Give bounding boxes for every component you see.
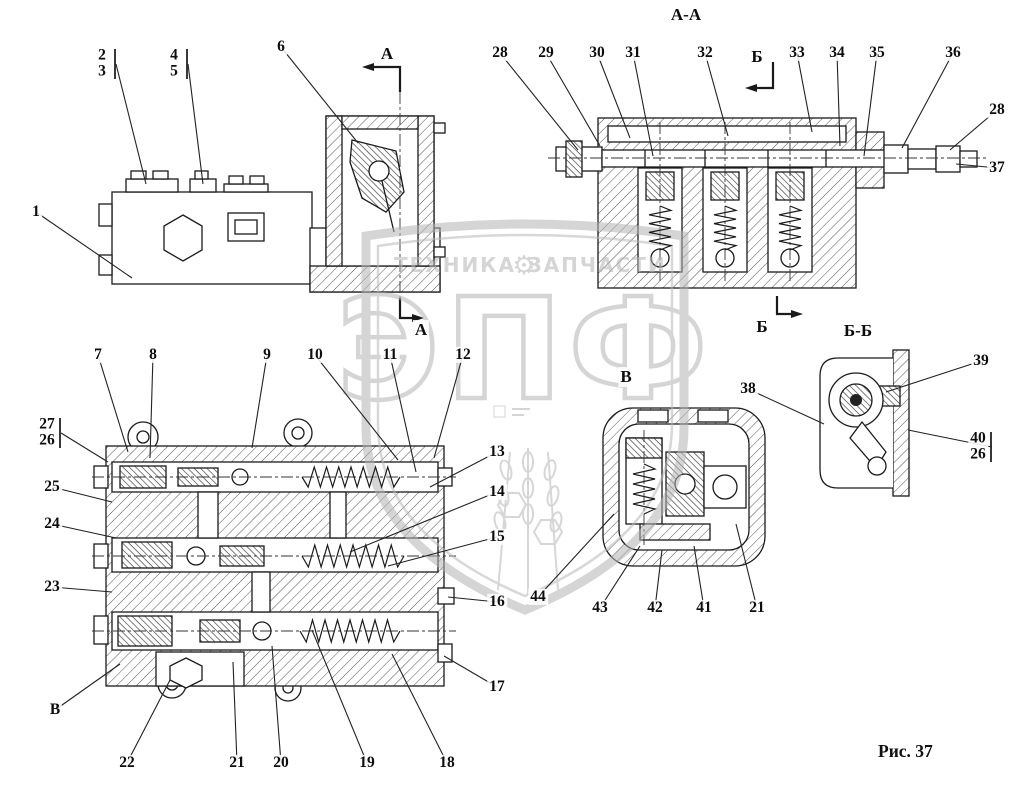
leader-line-35 [863, 52, 878, 157]
watermark-right-text: ЗАПЧАСТИ [527, 253, 666, 277]
leader-line-44 [537, 513, 615, 598]
hex-nut [169, 657, 203, 689]
leader-line-В [54, 663, 121, 711]
spring [301, 542, 405, 570]
leader-line-28 [949, 109, 998, 151]
leader-line-15 [387, 536, 498, 567]
leader-line-6 [280, 46, 359, 144]
leader-line-24 [51, 523, 117, 539]
spring [778, 205, 804, 251]
section-bb-drawing [819, 349, 910, 497]
leader-line-7 [97, 354, 129, 453]
leader-line-33 [796, 52, 813, 133]
leader-line-41 [693, 545, 705, 609]
leader-line-36 [901, 52, 954, 149]
spring [713, 205, 739, 251]
leader-line-8 [149, 354, 154, 459]
leader-line-27 [60, 432, 109, 463]
leader-line-13 [429, 451, 498, 488]
leader-line-14 [349, 491, 498, 553]
leader-line-18 [391, 653, 448, 764]
leader-line-38 [747, 388, 825, 425]
leader-line-4 [187, 63, 204, 185]
spring [299, 617, 401, 645]
leader-line-20 [271, 645, 282, 764]
leader-line-39 [885, 360, 982, 393]
leader-line-12 [433, 354, 464, 459]
leader-line-1 [35, 211, 133, 279]
leader-line-32 [704, 52, 729, 137]
section-arrow-b-bottom [791, 310, 803, 318]
watermark-left-text: ТЕХНИКА [394, 253, 516, 277]
section-arrow-a-top [362, 63, 374, 71]
spring [632, 463, 657, 515]
leader-line-43 [599, 545, 641, 609]
spring [301, 464, 401, 490]
main-block-section [92, 418, 456, 702]
leader-line-30 [596, 52, 631, 139]
watermark-shield-inner [376, 233, 674, 598]
leader-line-37 [955, 163, 998, 169]
leader-line-21 [735, 523, 758, 609]
leader-line-22 [126, 679, 171, 764]
leader-line-17 [443, 655, 498, 688]
leader-line-34 [836, 52, 841, 147]
leader-line-31 [632, 52, 654, 157]
leader-line-19 [311, 629, 368, 764]
leader-line-23 [51, 586, 113, 593]
leader-line-42 [654, 549, 663, 609]
watermark-shield-outer [361, 219, 689, 615]
leader-line-10 [314, 354, 399, 461]
watermark-gear-icon: ⚙ [512, 251, 535, 281]
assembly-side-view [98, 63, 446, 322]
leader-line-21 [232, 661, 238, 764]
wheat-ornament [493, 448, 564, 594]
spring [648, 205, 674, 251]
leader-line-28 [499, 52, 579, 151]
leader-line-16 [447, 596, 498, 603]
leader-line-29 [545, 52, 601, 147]
leader-line-40 [907, 429, 993, 448]
leader-line-9 [251, 354, 268, 449]
figure-caption: Рис. 37 [878, 741, 933, 761]
hex-plug [163, 214, 203, 262]
section-arrow-b-top [745, 84, 757, 92]
leader-line-25 [51, 486, 113, 503]
leader-line-2 [115, 63, 147, 185]
section-aa-drawing [548, 62, 988, 318]
leader-line-11 [389, 354, 417, 473]
